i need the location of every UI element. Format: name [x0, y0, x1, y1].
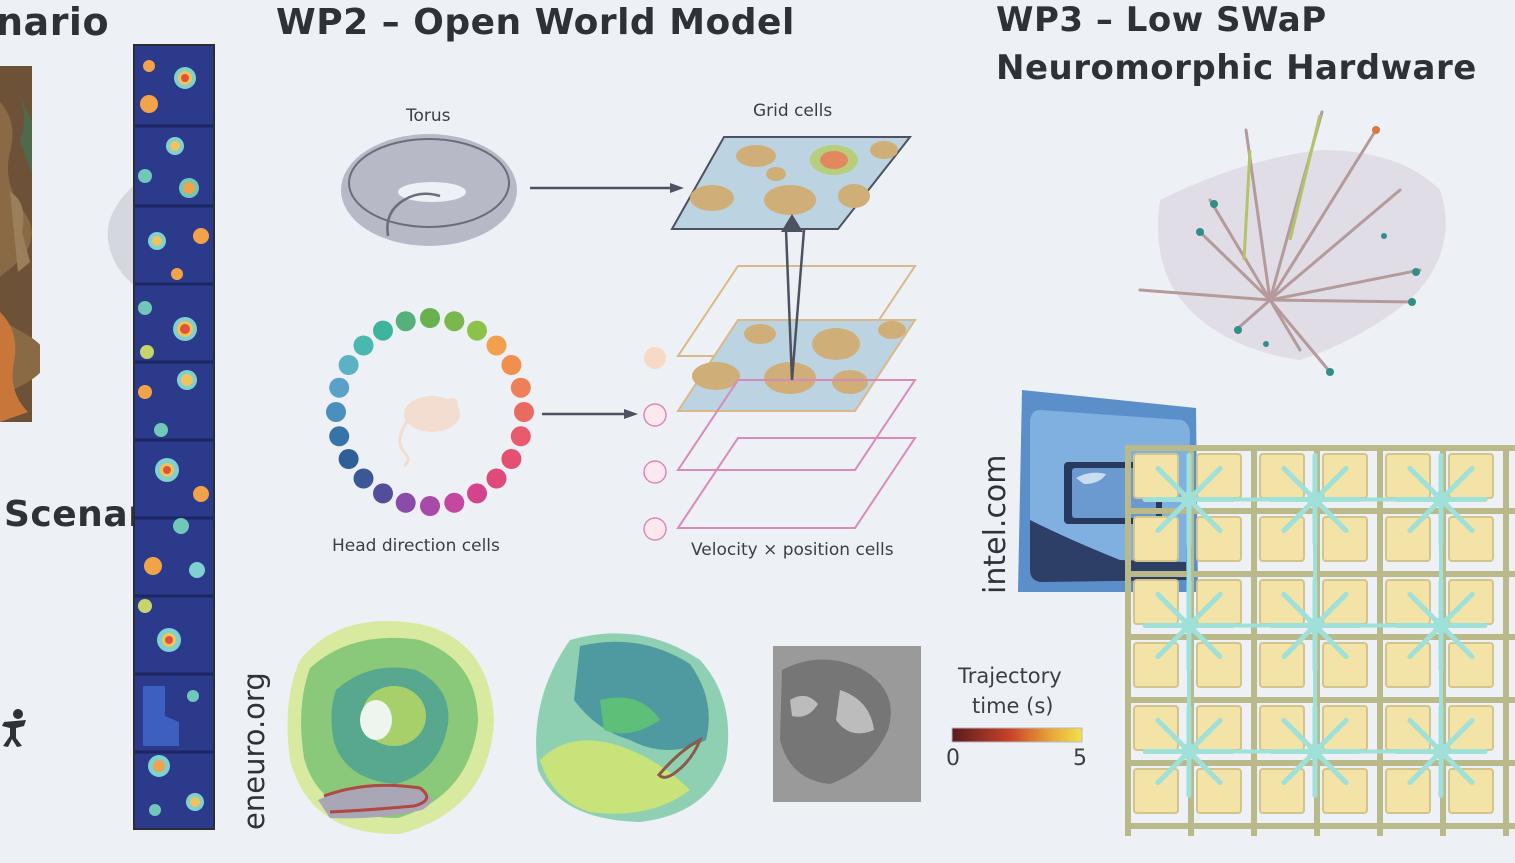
hd-cell-dot [467, 483, 487, 504]
mesh-core [1322, 642, 1368, 688]
mesh-core [1322, 453, 1368, 499]
torus-label: Torus [406, 106, 451, 126]
terrain-image [0, 66, 40, 422]
mesh-core [1133, 642, 1179, 688]
mouse-icon [398, 396, 460, 468]
torus-shape [341, 134, 517, 246]
mesh-core [1259, 705, 1305, 751]
mesh-core [1448, 642, 1494, 688]
wp3-title-line2: Neuromorphic Hardware [996, 48, 1477, 88]
surface-map-teal [536, 633, 729, 822]
mesh-core [1385, 768, 1431, 814]
hd-cell-dot [510, 426, 531, 447]
torus-map-green [287, 620, 494, 835]
colorbar-title-line1: Trajectory [958, 664, 1062, 688]
hd-cell-dot [329, 377, 350, 398]
grid-cells-label: Grid cells [753, 101, 833, 121]
colorbar-title-line2: time (s) [972, 694, 1054, 718]
place-field-column [133, 44, 215, 830]
place-field-tiles [135, 60, 213, 816]
mesh-core [1448, 516, 1494, 562]
grid-cells-sheet [670, 136, 913, 230]
mesh-core [1133, 516, 1179, 562]
mesh-core [1196, 642, 1242, 688]
mesh-core [1322, 705, 1368, 751]
hd-cell-dot [353, 335, 374, 356]
mesh-core [1448, 768, 1494, 814]
mesh-core [1385, 453, 1431, 499]
mesh-core [1322, 768, 1368, 814]
mesh-core [1448, 579, 1494, 625]
mesh-core [1259, 516, 1305, 562]
mesh-core [1196, 453, 1242, 499]
mesh-core [1385, 579, 1431, 625]
mesh-core [1259, 768, 1305, 814]
hd-cell-dot [420, 496, 440, 516]
mesh-core [1259, 642, 1305, 688]
mesh-core [1196, 516, 1242, 562]
wp3-title-line1: WP3 – Low SWaP [996, 0, 1327, 40]
hd-cell-dot [444, 311, 465, 332]
wp1-subtitle-fragment: Scenari [4, 494, 160, 535]
mesh-core [1385, 642, 1431, 688]
hd-cell-dot [486, 468, 507, 489]
mesh-core [1322, 579, 1368, 625]
neuron-illustration [1138, 110, 1446, 376]
velocity-position-label: Velocity × position cells [691, 540, 894, 560]
hd-cell-dot [395, 311, 416, 332]
shadow-blob [107, 180, 140, 290]
wp1-title-fragment: nario [0, 0, 110, 44]
hd-cell-dot [501, 355, 522, 375]
hd-cell-dot [338, 355, 359, 375]
mesh-core [1448, 705, 1494, 751]
hd-cell-dot [373, 320, 393, 341]
grey-density-map [773, 646, 921, 802]
layer-stack [676, 265, 917, 529]
hd-cell-dot [467, 320, 487, 341]
mesh-core [1133, 579, 1179, 625]
mesh-core [1133, 453, 1179, 499]
intel-credit: intel.com [978, 454, 1013, 594]
mesh-core [1385, 516, 1431, 562]
mesh-core [1133, 705, 1179, 751]
hd-cell-dot [510, 377, 531, 398]
colorbar-min: 0 [946, 746, 960, 771]
neuromorphic-mesh [1125, 445, 1515, 836]
robot-icon [2, 709, 26, 747]
mesh-core [1259, 453, 1305, 499]
mesh-core [1196, 768, 1242, 814]
hd-cell-dot [444, 492, 465, 513]
hd-cell-dot [329, 426, 350, 447]
hd-cell-dot [338, 449, 359, 469]
mesh-core [1196, 705, 1242, 751]
hd-cell-dot [420, 308, 440, 328]
colorbar-max: 5 [1073, 746, 1087, 771]
wp2-title: WP2 – Open World Model [276, 2, 795, 43]
mesh-core [1133, 768, 1179, 814]
hd-cell-dot [326, 402, 346, 422]
trajectory-colorbar [951, 727, 1083, 743]
hd-cell-dot [486, 335, 507, 356]
mesh-core [1196, 579, 1242, 625]
hd-cell-dot [514, 402, 534, 422]
hd-cell-dot [353, 468, 374, 489]
head-direction-label: Head direction cells [332, 536, 500, 556]
head-direction-ring [326, 308, 534, 516]
mesh-core [1259, 579, 1305, 625]
mesh-core [1385, 705, 1431, 751]
hd-cell-dot [373, 483, 393, 504]
hd-cell-dot [395, 492, 416, 513]
mesh-core [1322, 516, 1368, 562]
mesh-core [1448, 453, 1494, 499]
hd-cell-dot [501, 449, 522, 469]
